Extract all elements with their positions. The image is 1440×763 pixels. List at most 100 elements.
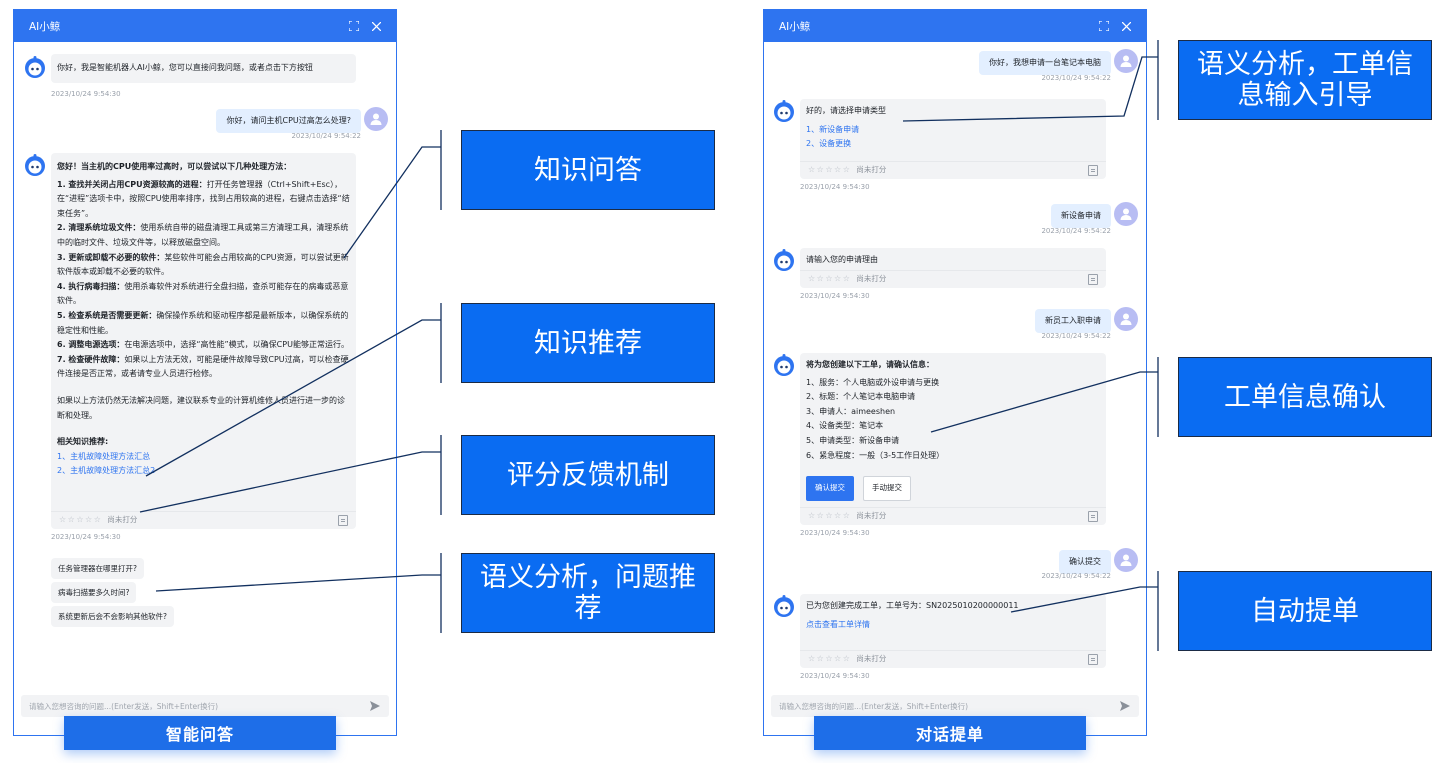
copy-icon[interactable] [1088,654,1098,665]
ticket-created-message: 已为您创建完成工单，工单号为：SN2025010200000011 点击查看工单… [800,594,1106,668]
timestamp: 2023/10/24 9:54:30 [51,90,121,98]
chat-title: AI小鲸 [29,20,61,33]
user-avatar-icon [1114,202,1138,226]
robot-avatar-icon [23,153,47,177]
close-icon[interactable] [1116,16,1136,36]
robot-avatar-icon [772,248,796,272]
chat-input[interactable]: 请输入您想咨询的问题...(Enter发送，Shift+Enter换行) [21,695,389,717]
user-message: 你好，请问主机CPU过高怎么处理? [216,109,361,133]
label-ticket-confirm: 工单信息确认 [1178,357,1432,437]
label-semantic-question: 语义分析，问题推荐 [461,553,715,633]
answer-intro: 您好！当主机的CPU使用率过高时，可以尝试以下几种处理方法： [57,162,292,171]
option-link[interactable]: 2、设备更换 [806,139,852,149]
chat-body: 你好，我是智能机器人AI小鲸，您可以直接问我问题，或者点击下方按钮 2023/1… [14,42,396,735]
timestamp: 2023/10/24 9:54:30 [800,183,870,191]
robot-avatar-icon [772,594,796,618]
copy-icon[interactable] [1088,165,1098,176]
option-link[interactable]: 1、新设备申请 [806,124,860,134]
star-rating[interactable]: ☆☆☆☆☆ [59,515,103,525]
chat-input[interactable]: 请输入您想咨询的问题...(Enter发送，Shift+Enter换行) [771,695,1139,717]
suggestion-chip[interactable]: 任务管理器在哪里打开? [51,558,144,579]
expand-icon[interactable] [1094,16,1114,36]
answer-item: 3. 更新或卸载不必要的软件：某些软件可能会占用较高的CPU资源，可以尝试更新软… [57,252,349,277]
manual-submit-button[interactable]: 手动提交 [863,476,911,501]
ticket-field: 1、服务：个人电脑或外设申请与更换 [806,377,940,387]
robot-avatar-icon [772,353,796,377]
timestamp: 2023/10/24 9:54:22 [1041,74,1111,82]
chat-window-left: AI小鲸 你好，我是智能机器人AI小鲸，您可以直接问我问题，或者点击下方按钮 2… [13,9,397,736]
bot-answer: 您好！当主机的CPU使用率过高时，可以尝试以下几种处理方法： 1. 查找并关闭占… [51,153,356,529]
timestamp: 2023/10/24 9:54:22 [291,132,361,140]
related-link[interactable]: 1、主机故障处理方法汇总 [57,451,151,461]
timestamp: 2023/10/24 9:54:22 [1041,332,1111,340]
copy-icon[interactable] [338,515,348,526]
expand-icon[interactable] [344,16,364,36]
bot-text: 好的，请选择申请类型 [806,106,886,115]
answer-item: 6. 调整电源选项：在电源选项中，选择“高性能”模式，以确保CPU能够正常运行。 [57,340,349,350]
suggestion-chip[interactable]: 系统更新后会不会影响其他软件? [51,606,174,627]
confirm-submit-button[interactable]: 确认提交 [806,476,854,501]
copy-icon[interactable] [1088,274,1098,285]
timestamp: 2023/10/24 9:54:30 [51,533,121,541]
rating-status: 尚未打分 [856,274,887,284]
chat-header: AI小鲸 [14,10,396,42]
user-message: 确认提交 [1059,550,1111,574]
ticket-title: 将为您创建以下工单，请确认信息： [806,360,934,369]
ticket-field: 6、紧急程度：一般（3-5工作日处理） [806,450,945,460]
related-title: 相关知识推荐: [57,437,109,447]
chat-header: AI小鲸 [764,10,1146,42]
user-message: 你好，我想申请一台笔记本电脑 [979,51,1111,75]
user-avatar-icon [1114,307,1138,331]
rating-status: 尚未打分 [856,511,887,521]
rating-bar: ☆☆☆☆☆ 尚未打分 [800,270,1106,288]
rating-bar: ☆☆☆☆☆ 尚未打分 [800,650,1106,668]
bot-text: 请输入您的申请理由 [806,255,878,264]
label-knowledge-recommend: 知识推荐 [461,303,715,383]
answer-item: 1. 查找并关闭占用CPU资源较高的进程：打开任务管理器（Ctrl+Shift+… [57,179,350,218]
rating-status: 尚未打分 [856,654,887,664]
bot-message: 好的，请选择申请类型 1、新设备申请 2、设备更换 ☆☆☆☆☆ 尚未打分 [800,99,1106,179]
robot-avatar-icon [772,99,796,123]
label-knowledge-qa: 知识问答 [461,130,715,210]
star-rating[interactable]: ☆☆☆☆☆ [808,165,852,175]
caption-smart-qa: 智能问答 [64,716,336,750]
robot-avatar-icon [23,55,47,79]
rating-bar: ☆☆☆☆☆ 尚未打分 [800,161,1106,179]
bot-text: 已为您创建完成工单，工单号为：SN2025010200000011 [806,601,1019,610]
rating-status: 尚未打分 [107,515,138,525]
label-rating-feedback: 评分反馈机制 [461,435,715,515]
chat-window-right: AI小鲸 你好，我想申请一台笔记本电脑 2023/10/24 9:54:22 好… [763,9,1147,736]
send-icon[interactable] [369,700,381,712]
close-icon[interactable] [366,16,386,36]
ticket-field: 4、设备类型：笔记本 [806,421,884,431]
send-icon[interactable] [1119,700,1131,712]
rating-bar: ☆☆☆☆☆ 尚未打分 [51,511,356,529]
answer-item: 5. 检查系统是否需要更新：确保操作系统和驱动程序都是最新版本，以确保系统的稳定… [57,310,349,335]
chat-title: AI小鲸 [779,20,811,33]
bot-message: 请输入您的申请理由 ☆☆☆☆☆ 尚未打分 [800,248,1106,288]
chat-input-placeholder: 请输入您想咨询的问题...(Enter发送，Shift+Enter换行) [779,701,969,711]
bot-message: 你好，我是智能机器人AI小鲸，您可以直接问我问题，或者点击下方按钮 [51,54,356,83]
star-rating[interactable]: ☆☆☆☆☆ [808,654,852,664]
timestamp: 2023/10/24 9:54:22 [1041,227,1111,235]
rating-bar: ☆☆☆☆☆ 尚未打分 [800,507,1106,525]
copy-icon[interactable] [1088,511,1098,522]
chat-input-placeholder: 请输入您想咨询的问题...(Enter发送，Shift+Enter换行) [29,701,219,711]
suggestion-chip[interactable]: 病毒扫描要多久时间? [51,582,137,603]
timestamp: 2023/10/24 9:54:22 [1041,572,1111,580]
user-message: 新员工入职申请 [1035,309,1111,333]
ticket-field: 3、申请人：aimeeshen [806,406,896,416]
user-avatar-icon [1114,49,1138,73]
user-message: 新设备申请 [1051,204,1111,228]
answer-item: 4. 执行病毒扫描：使用杀毒软件对系统进行全盘扫描，查杀可能存在的病毒或恶意软件… [57,281,349,306]
ticket-detail-link[interactable]: 点击查看工单详情 [806,619,870,629]
caption-ticket: 对话提单 [814,716,1086,750]
timestamp: 2023/10/24 9:54:30 [800,529,870,537]
answer-outro: 如果以上方法仍然无法解决问题，建议联系专业的计算机维修人员进行进一步的诊断和处理… [57,395,345,420]
ticket-field: 2、标题：个人笔记本电脑申请 [806,392,916,402]
answer-item: 7. 检查硬件故障：如果以上方法无效，可能是硬件故障导致CPU过高，可以检查硬件… [57,354,349,379]
timestamp: 2023/10/24 9:54:30 [800,672,870,680]
related-link[interactable]: 2、主机故障处理方法汇总2 [57,466,156,476]
star-rating[interactable]: ☆☆☆☆☆ [808,511,852,521]
star-rating[interactable]: ☆☆☆☆☆ [808,274,852,284]
